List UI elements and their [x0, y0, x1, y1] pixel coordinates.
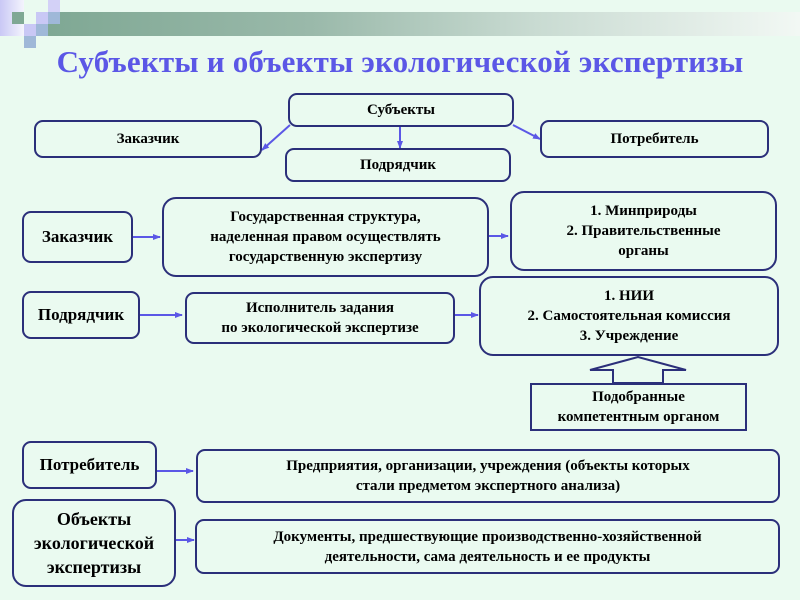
consumer-label-box: Потребитель	[22, 441, 157, 489]
objects-label-box: Объекты экологической экспертизы	[12, 499, 176, 587]
arrow-root-to-consumer	[512, 124, 541, 140]
contractor-example-item: 1. НИИ	[603, 288, 654, 304]
arrow-root-to-customer	[261, 124, 291, 151]
tree-consumer-box: Потребитель	[540, 120, 769, 158]
customer-description-line: государственную экспертизу	[228, 249, 423, 265]
decor-square	[48, 0, 60, 12]
customer-example-item: органы	[618, 243, 669, 259]
objects-label-line: экологической	[33, 533, 155, 553]
decor-square	[12, 12, 24, 24]
contractor-note-line: Подобранные	[592, 389, 685, 405]
tree-consumer-label: Потребитель	[610, 131, 699, 147]
slide-title: Субъекты и объекты экологической эксперт…	[56, 44, 744, 79]
tree-contractor-box: Подрядчик	[285, 148, 511, 182]
decor-square	[24, 12, 36, 24]
decor-square	[24, 36, 36, 48]
consumer-description-line: Предприятия, организации, учреждения (об…	[286, 458, 690, 474]
consumer-description-box: Предприятия, организации, учреждения (об…	[196, 449, 780, 503]
contractor-example-item: 3. Учреждение	[579, 328, 679, 344]
customer-description-line: Государственная структура,	[230, 209, 421, 225]
contractor-label-box: Подрядчик	[22, 291, 140, 339]
contractor-note-box: Подобранные компетентным органом	[530, 383, 747, 431]
tree-contractor-label: Подрядчик	[359, 157, 437, 173]
contractor-examples-box: 1. НИИ 2. Самостоятельная комиссия 3. Уч…	[479, 276, 779, 356]
decor-square	[36, 12, 48, 24]
consumer-description-line: стали предметом экспертного анализа)	[355, 478, 621, 494]
contractor-note-line: компетентным органом	[557, 409, 720, 425]
contractor-description-line: Исполнитель задания	[245, 300, 395, 316]
consumer-label: Потребитель	[39, 455, 140, 474]
decor-square	[48, 12, 60, 24]
contractor-label: Подрядчик	[37, 305, 125, 324]
objects-description-line: Документы, предшествующие производственн…	[273, 528, 702, 545]
up-arrow-shape	[589, 355, 687, 384]
objects-description-box: Документы, предшествующие производственн…	[195, 519, 780, 574]
tree-customer-label: Заказчик	[116, 131, 180, 147]
decor-square	[36, 24, 48, 36]
objects-description-line: деятельности, сама деятельность и ее про…	[324, 548, 651, 565]
decor-square	[24, 24, 36, 36]
objects-label-line: экспертизы	[46, 557, 142, 577]
customer-description-line: наделенная правом осуществлять	[210, 229, 441, 245]
customer-description-box: Государственная структура, наделенная пр…	[162, 197, 489, 277]
customer-example-item: 1. Минприроды	[590, 203, 697, 219]
subjects-root-label: Субъекты	[366, 102, 435, 118]
customer-label-box: Заказчик	[22, 211, 133, 263]
header-bar	[48, 12, 800, 36]
customer-label: Заказчик	[41, 227, 114, 246]
contractor-description-box: Исполнитель задания по экологической экс…	[185, 292, 455, 344]
objects-label-line: Объекты	[56, 509, 132, 529]
tree-customer-box: Заказчик	[34, 120, 262, 158]
customer-example-item: 2. Правительственные	[566, 223, 721, 239]
contractor-description-line: по экологической экспертизе	[221, 320, 419, 336]
subjects-root-box: Субъекты	[288, 93, 514, 127]
contractor-example-item: 2. Самостоятельная комиссия	[527, 308, 731, 324]
customer-examples-box: 1. Минприроды 2. Правительственные орган…	[510, 191, 777, 271]
